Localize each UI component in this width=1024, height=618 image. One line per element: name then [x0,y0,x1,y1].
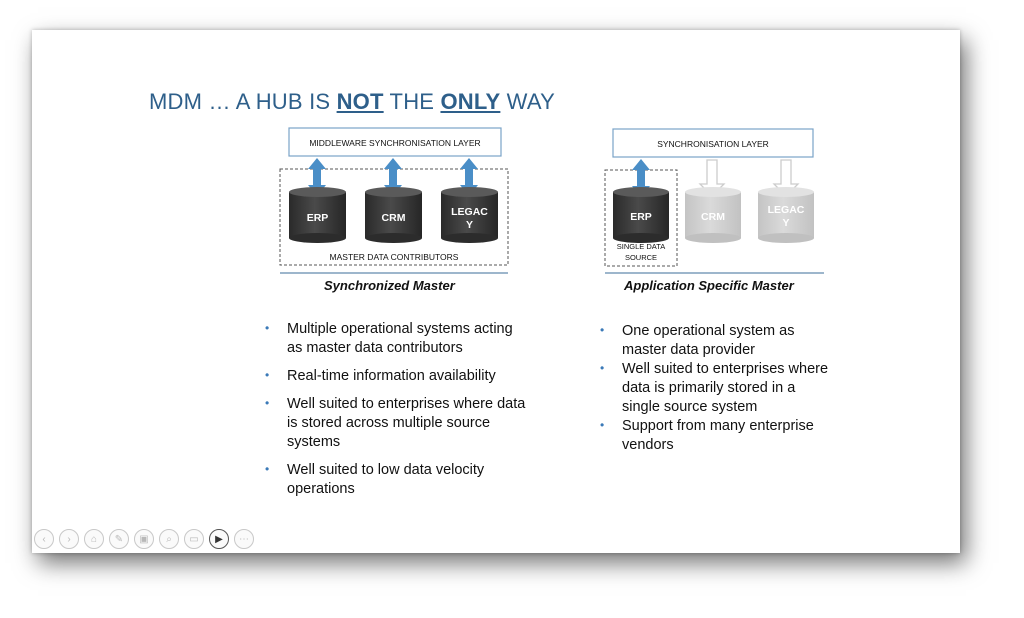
title-only: ONLY [440,89,501,114]
right-crm-label: CRM [701,211,725,223]
middleware-layer-box [288,127,502,157]
left-bullet-2: Real-time information availability [265,366,555,386]
left-cylinder-crm: CRM [365,187,422,243]
right-legacy-label-1: LEGAC [768,204,805,216]
slideshow-toolbar: ‹ › ⌂ ✎ ▣ ⌕ ▭ ▶ ⋯ [34,529,254,549]
title-not: NOT [336,89,384,114]
architecture-diagram: MIDDLEWARE SYNCHRONISATION LAYER ERP CRM… [279,127,824,274]
sync-arrow-erp [308,158,326,196]
right-cylinder-crm: CRM [685,187,741,243]
left-cylinder-erp: ERP [289,187,346,243]
pen-icon[interactable]: ✎ [109,529,129,549]
slides-icon[interactable]: ▣ [134,529,154,549]
right-cylinder-erp: ERP [613,187,669,243]
left-caption: Synchronized Master [324,278,455,293]
right-caption: Application Specific Master [624,278,794,293]
single-source-label-2: SOURCE [625,253,657,262]
title-suffix: WAY [500,89,555,114]
single-source-label-1: SINGLE DATA [617,242,665,251]
menu-icon[interactable]: ▭ [184,529,204,549]
cylinder-legacy-label-2: Y [466,219,473,231]
title-prefix: MDM … A HUB IS [149,89,337,114]
prev-icon[interactable]: ‹ [34,529,54,549]
cylinder-erp-label: ERP [307,212,329,224]
left-bullet-4: Well suited to low data velocityoperatio… [265,460,555,499]
middleware-layer-label: MIDDLEWARE SYNCHRONISATION LAYER [309,138,480,148]
zoom-icon[interactable]: ⌕ [159,529,179,549]
home-icon[interactable]: ⌂ [84,529,104,549]
left-arrows [308,158,478,196]
left-bullet-3: Well suited to enterprises where datais … [265,394,555,452]
contributors-group-label: MASTER DATA CONTRIBUTORS [330,252,459,262]
sync-layer-label: SYNCHRONISATION LAYER [657,139,769,149]
sync-layer-box [612,128,814,158]
sync-arrow-legacy [460,158,478,196]
next-icon[interactable]: › [59,529,79,549]
slide: MDM … A HUB IS NOT THE ONLY WAY MIDDLEWA… [32,30,960,553]
left-cylinder-legacy: LEGAC Y [441,187,498,243]
sync-arrow-crm [384,158,402,196]
camera-icon[interactable]: ▶ [209,529,229,549]
title-middle: THE [383,89,441,114]
cylinder-crm-label: CRM [382,212,406,224]
cylinder-legacy-label-1: LEGAC [451,206,488,218]
right-erp-label: ERP [630,211,652,223]
contributors-group-box [279,168,509,266]
slide-title: MDM … A HUB IS NOT THE ONLY WAY [149,89,555,115]
more-icon[interactable]: ⋯ [234,529,254,549]
right-legacy-label-2: Y [782,217,789,229]
right-cylinder-legacy: LEGAC Y [758,187,814,243]
